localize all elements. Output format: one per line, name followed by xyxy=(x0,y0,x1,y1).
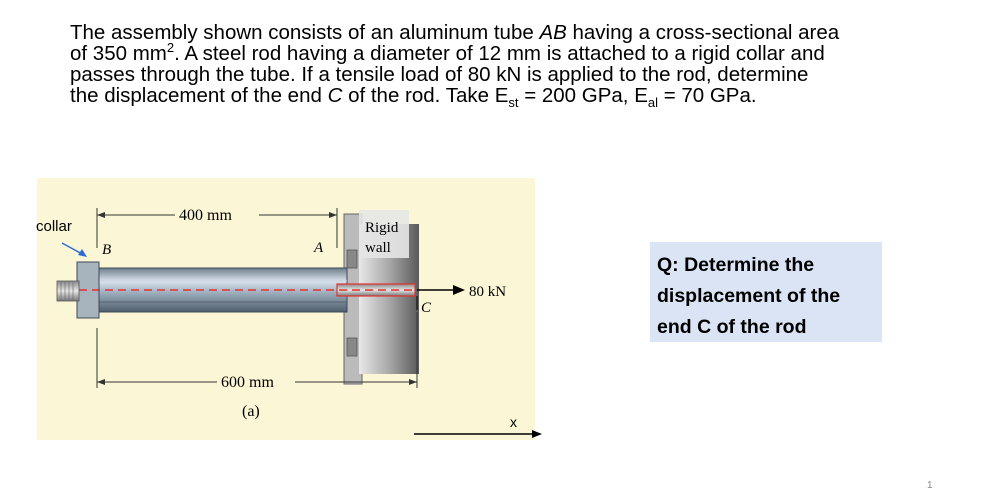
problem-line-1: The assembly shown consists of an alumin… xyxy=(70,21,840,44)
question-box: Q: Determine the displacement of the end… xyxy=(650,242,882,342)
figure-caption: (a) xyxy=(242,403,260,420)
x-axis-arrow xyxy=(414,430,542,438)
load-label: 80 kN xyxy=(469,284,506,300)
wall-label: Rigid wall xyxy=(359,210,409,258)
problem-line-4: the displacement of the end C of the rod… xyxy=(70,84,757,111)
collar-callout: collar xyxy=(36,218,72,235)
svg-text:wall: wall xyxy=(365,240,391,256)
problem-statement: The assembly shown consists of an alumin… xyxy=(70,21,950,111)
dim-bottom-label: 600 mm xyxy=(221,374,274,391)
label-c: C xyxy=(421,300,432,316)
assembly-figure: 400 mm 80 k xyxy=(37,178,535,440)
problem-line-3: passes through the tube. If a tensile lo… xyxy=(70,63,809,86)
collar-pointer-arrow xyxy=(61,242,87,257)
problem-line-2: of 350 mm2. A steel rod having a diamete… xyxy=(70,40,825,65)
steel-rod xyxy=(336,283,416,297)
rigid-collar xyxy=(56,261,100,319)
page-number: 1 xyxy=(927,480,933,491)
assembly-drawing: 400 mm 80 k xyxy=(56,207,506,420)
aluminum-tube xyxy=(91,267,348,313)
label-a: A xyxy=(313,240,324,256)
collar-label: collar xyxy=(36,218,72,235)
question-text: Q: Determine the displacement of the end… xyxy=(657,254,841,338)
label-b: B xyxy=(102,242,111,258)
x-axis-label: x xyxy=(510,414,517,430)
dimension-600mm xyxy=(96,312,418,388)
load-arrow xyxy=(417,285,465,295)
svg-text:Rigid: Rigid xyxy=(365,220,399,236)
dimension-400mm xyxy=(96,208,338,248)
dim-top-label: 400 mm xyxy=(179,207,232,224)
